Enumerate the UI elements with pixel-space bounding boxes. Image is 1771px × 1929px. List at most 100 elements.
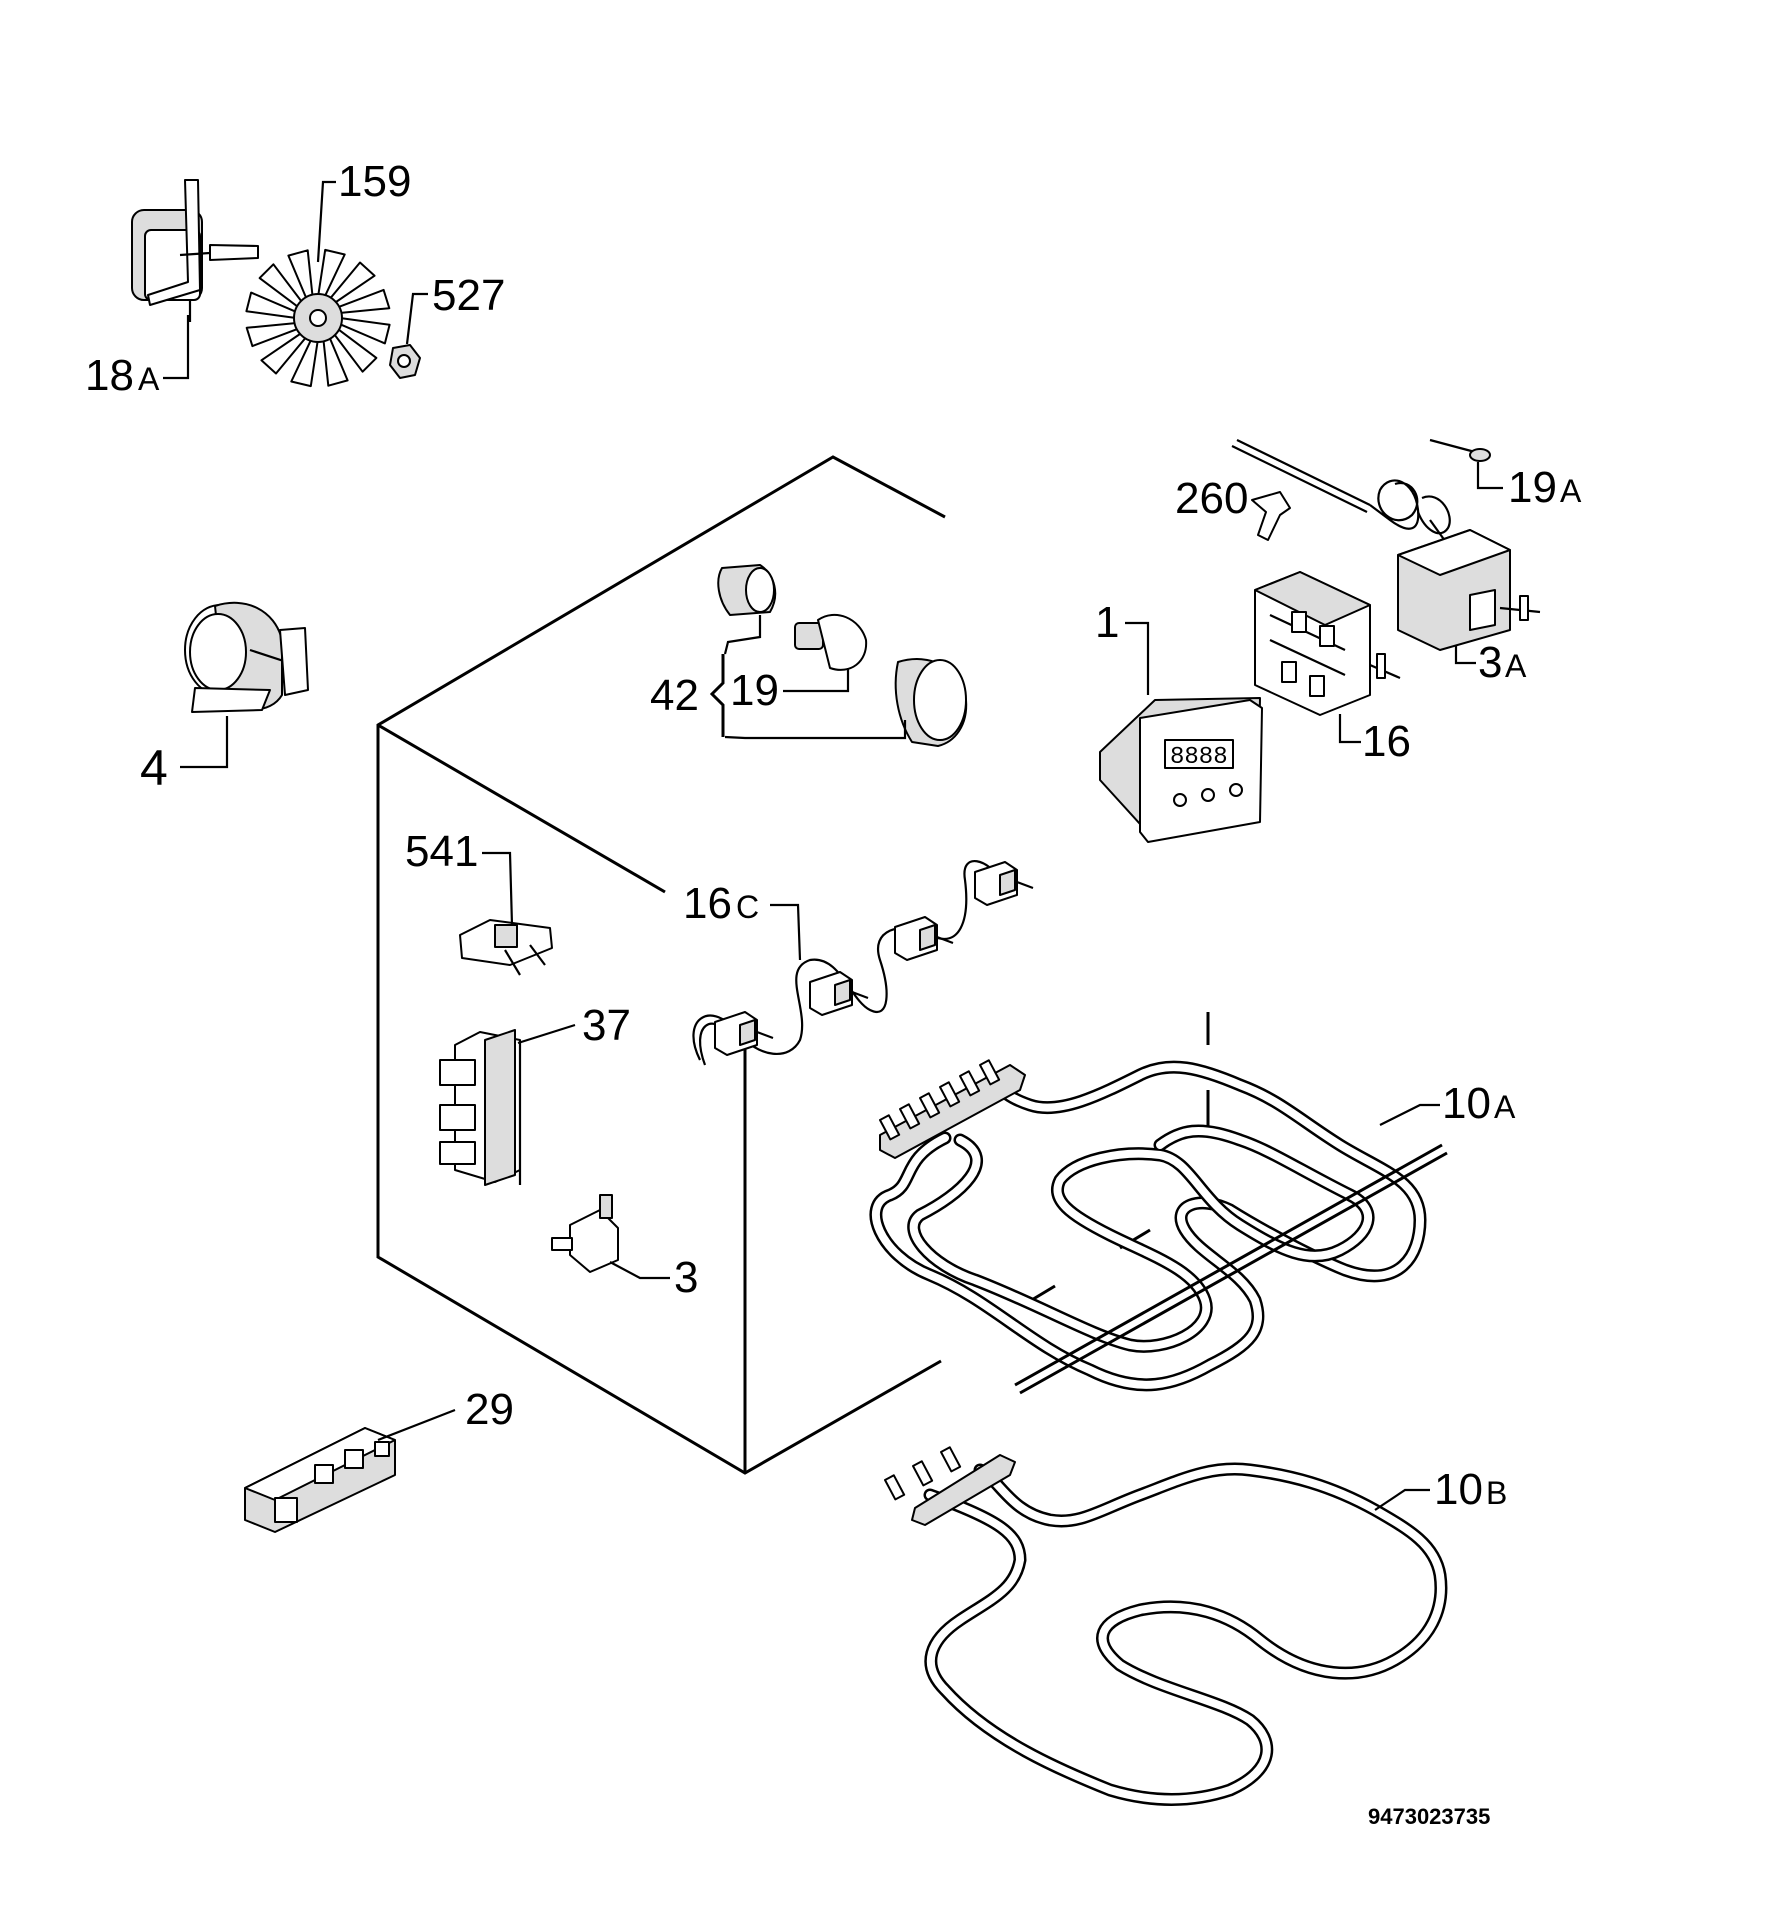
lamp-assembly-icon bbox=[717, 564, 968, 747]
heating-element-bottom-icon bbox=[883, 1446, 1448, 1806]
terminal-tab bbox=[919, 1092, 941, 1119]
terminal-tab bbox=[958, 1070, 981, 1097]
connector-body bbox=[999, 869, 1016, 896]
terminal-tab bbox=[879, 1114, 901, 1141]
leader-3a bbox=[1454, 645, 1476, 665]
part-number: 19 bbox=[730, 666, 779, 715]
part-suffix: A bbox=[1494, 1089, 1516, 1125]
bulb-icon bbox=[794, 613, 868, 671]
part-number: 42 bbox=[650, 671, 699, 720]
part-number: 16 bbox=[1362, 717, 1411, 766]
leader-42-a bbox=[723, 615, 762, 655]
oven-cavity-outline bbox=[376, 455, 1210, 1475]
connector-pin bbox=[936, 935, 954, 945]
part-number: 159 bbox=[338, 157, 411, 206]
fan-blade-icon bbox=[245, 248, 391, 388]
nut-icon bbox=[389, 344, 421, 379]
part-number: 37 bbox=[582, 1001, 631, 1050]
thermostat-icon bbox=[1231, 439, 1541, 651]
label-527: 527 bbox=[432, 271, 505, 320]
part-number: 29 bbox=[465, 1385, 514, 1434]
connector-body bbox=[739, 1019, 756, 1046]
connector-body bbox=[834, 979, 851, 1006]
leader-42-b bbox=[724, 720, 907, 740]
label-260: 260 bbox=[1175, 474, 1248, 523]
connector-pin bbox=[756, 1030, 774, 1040]
part-number: 4 bbox=[140, 740, 168, 796]
document-number: 9473023735 bbox=[1368, 1804, 1490, 1829]
part-number: 10 bbox=[1434, 1465, 1483, 1514]
label-37: 37 bbox=[582, 1001, 631, 1050]
label-19: 19 bbox=[730, 666, 779, 715]
motor-icon bbox=[184, 601, 309, 713]
clip-icon bbox=[1251, 491, 1291, 541]
leader-18a bbox=[163, 315, 190, 380]
label-19a: 19 A bbox=[1508, 463, 1582, 512]
terminal-tab bbox=[939, 1081, 961, 1108]
cable-harness-icon bbox=[692, 860, 1034, 1066]
part-number: 18 bbox=[85, 351, 134, 400]
heating-element-top-icon bbox=[869, 1059, 1448, 1395]
thermal-cutout-icon bbox=[551, 1194, 619, 1273]
label-16: 16 bbox=[1362, 717, 1411, 766]
brace-42 bbox=[709, 654, 725, 737]
svg-text:8888: 8888 bbox=[1170, 744, 1228, 771]
part-suffix: A bbox=[1560, 473, 1582, 509]
timer-display-icon: 8888 bbox=[1099, 697, 1263, 843]
leader-4 bbox=[180, 716, 229, 769]
terminal-tab bbox=[883, 1474, 906, 1501]
leader-3 bbox=[609, 1261, 670, 1280]
part-number: 16 bbox=[683, 879, 732, 928]
terminal-tab bbox=[912, 1460, 934, 1487]
leader-159 bbox=[316, 180, 336, 263]
label-42: 42 bbox=[650, 671, 699, 720]
ignition-module-icon bbox=[244, 1427, 396, 1533]
label-18a: 18 A bbox=[85, 351, 160, 400]
sensor-icon bbox=[1429, 438, 1491, 462]
leader-19a bbox=[1476, 462, 1503, 490]
terminal-tab bbox=[940, 1446, 962, 1473]
part-number: 527 bbox=[432, 271, 505, 320]
fan-motor-icon bbox=[131, 179, 259, 322]
label-159: 159 bbox=[338, 157, 411, 206]
part-number: 260 bbox=[1175, 474, 1248, 523]
leader-10a bbox=[1379, 1103, 1440, 1126]
part-suffix: C bbox=[736, 889, 759, 925]
label-16c: 16 C bbox=[683, 879, 759, 928]
fan-hub-center bbox=[309, 309, 327, 327]
label-541: 541 bbox=[405, 827, 478, 876]
part-suffix: A bbox=[1505, 648, 1527, 684]
part-suffix: A bbox=[138, 361, 160, 397]
part-number: 1 bbox=[1095, 598, 1119, 647]
label-4: 4 bbox=[140, 740, 168, 796]
label-10b: 10 B bbox=[1434, 1465, 1507, 1514]
part-number: 19 bbox=[1508, 463, 1557, 512]
connector-pin bbox=[1016, 880, 1034, 890]
leader-16c bbox=[770, 903, 802, 961]
leader-10b bbox=[1374, 1488, 1430, 1511]
part-number: 10 bbox=[1442, 1079, 1491, 1128]
part-number: 3 bbox=[1478, 638, 1502, 687]
part-number: 3 bbox=[674, 1253, 698, 1302]
label-1: 1 bbox=[1095, 598, 1119, 647]
leader-527 bbox=[405, 292, 428, 345]
part-number: 541 bbox=[405, 827, 478, 876]
label-3a: 3 A bbox=[1478, 638, 1527, 687]
connector-body bbox=[919, 924, 936, 951]
leader-29 bbox=[377, 1408, 456, 1442]
label-10a: 10 A bbox=[1442, 1079, 1516, 1128]
leader-541 bbox=[482, 851, 514, 926]
label-3: 3 bbox=[674, 1253, 698, 1302]
label-29: 29 bbox=[465, 1385, 514, 1434]
leader-1 bbox=[1125, 621, 1150, 695]
terminal-tab bbox=[898, 1103, 921, 1130]
leader-37 bbox=[517, 1023, 576, 1045]
terminal-block-icon bbox=[439, 1029, 522, 1186]
selector-switch-icon bbox=[1254, 571, 1401, 716]
terminal-tab bbox=[978, 1059, 1001, 1086]
connector-pin bbox=[851, 990, 869, 1000]
switch-icon bbox=[459, 919, 553, 976]
part-suffix: B bbox=[1486, 1475, 1507, 1511]
leader-19 bbox=[783, 668, 850, 693]
